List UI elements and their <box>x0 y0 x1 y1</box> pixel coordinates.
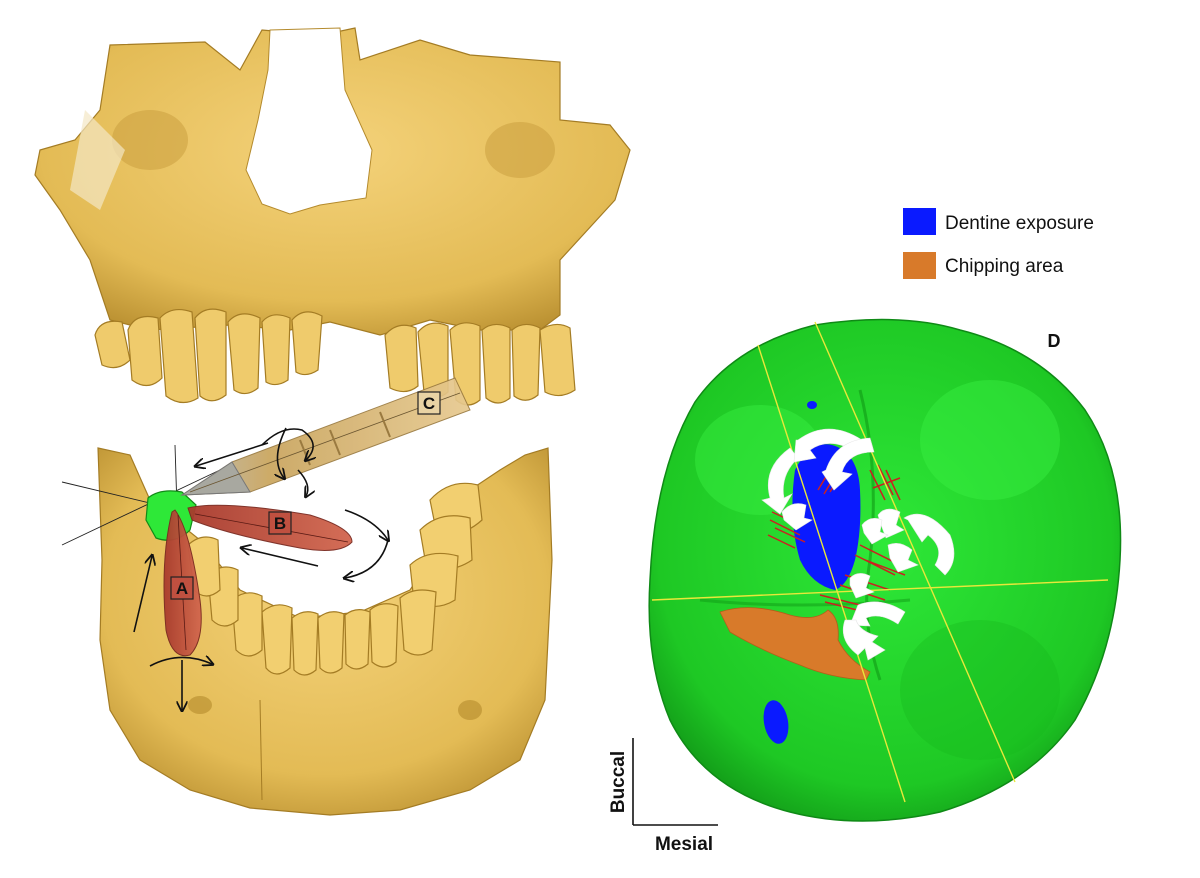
legend-swatch-dentine <box>903 208 936 235</box>
motion-arrows-left <box>133 427 389 710</box>
legend-label-dentine: Dentine exposure <box>945 213 1094 234</box>
cheek-shadow-right <box>485 122 555 178</box>
orientation-indicator: Buccal Mesial <box>608 738 718 855</box>
cusp-lingual <box>900 620 1060 760</box>
tool-a: A <box>163 509 202 657</box>
nasal-aperture <box>245 27 373 215</box>
arrow-c-rotate2 <box>277 427 287 478</box>
legend-label-chipping: Chipping area <box>945 256 1064 277</box>
orientation-buccal-label: Buccal <box>608 751 629 813</box>
orientation-mesial-label: Mesial <box>655 834 713 855</box>
chipping-area <box>719 607 871 681</box>
legend-swatch-chipping <box>903 252 936 279</box>
arrow-b-rotate2 <box>345 539 389 578</box>
cusp-mesiobuccal <box>695 405 825 515</box>
tool-c: C <box>180 377 471 496</box>
cusp-distobuccal <box>920 380 1060 500</box>
upper-teeth <box>94 308 576 406</box>
arrow-c-swing <box>297 469 308 496</box>
dentine-exposure-small <box>763 700 789 744</box>
arrow-a-rotate <box>149 657 212 667</box>
arrow-b-push <box>242 548 319 567</box>
reference-lines <box>651 321 1109 803</box>
label-c-box <box>417 391 441 415</box>
skull-model <box>34 27 631 816</box>
label-b: B <box>274 514 286 533</box>
label-c: C <box>423 394 435 413</box>
cheek-shadow-left <box>112 110 188 170</box>
arrow-a-push <box>133 556 152 633</box>
label-d: D <box>1048 331 1061 351</box>
tool-b: B <box>187 504 353 551</box>
motion-arrows-right <box>761 428 955 661</box>
label-a: A <box>176 579 188 598</box>
arrow-c-rotate <box>261 428 313 460</box>
legend: Dentine exposure Chipping area <box>903 208 1094 279</box>
label-a-box <box>170 576 194 600</box>
arrow-c-push <box>196 442 269 466</box>
dentine-exposure-dot <box>807 401 817 409</box>
arrow-b-rotate <box>344 509 388 540</box>
label-b-box <box>268 511 292 535</box>
